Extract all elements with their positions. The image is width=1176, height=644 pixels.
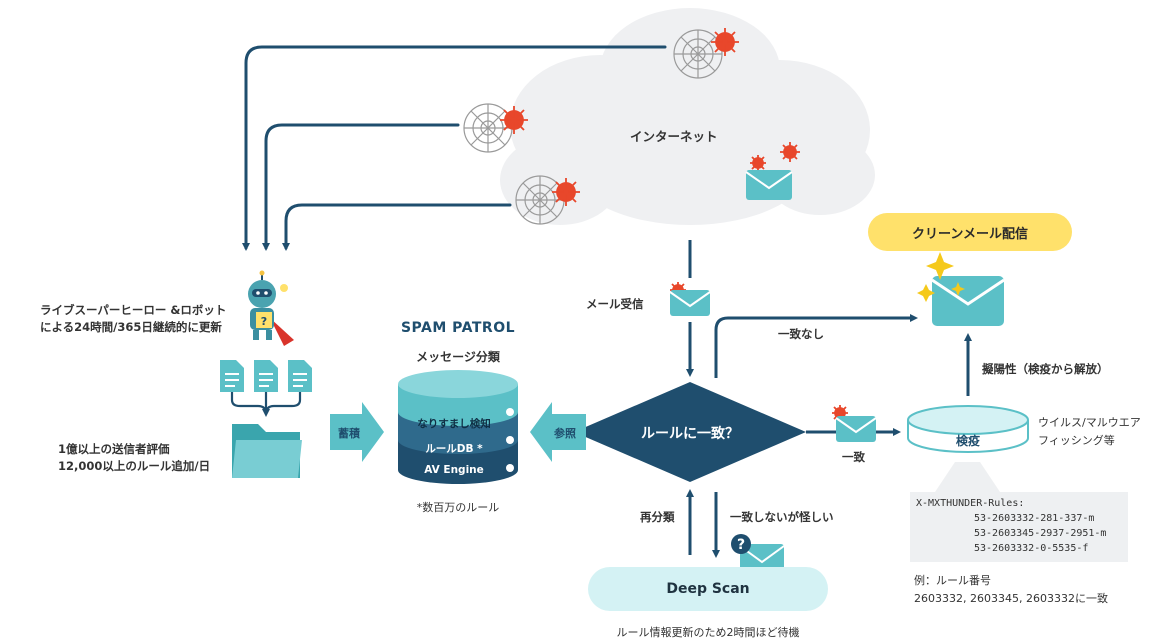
sparkle-icons: [917, 252, 965, 302]
document-icons: [220, 360, 312, 392]
virus-icon-5: [750, 155, 766, 171]
document-icon-2: [254, 360, 278, 392]
document-icon-1: [220, 360, 244, 392]
rules-header-box: X-MXTHUNDER-Rules: 53-2603332-281-337-m …: [910, 492, 1128, 562]
store-block-arrow: [330, 402, 384, 462]
sender-eval-line2: 12,000以上のルール追加/日: [58, 459, 211, 473]
threat-feed-arrow-2: [262, 123, 460, 251]
svg-text:?: ?: [261, 315, 267, 328]
virus-icon-3: [552, 178, 580, 206]
deep-scan-note: ルール情報更新のため2時間ほど待機: [616, 626, 800, 639]
hero-description-line1: ライブスーパーヒーロー &ロボット: [40, 303, 227, 317]
threats-line2: フィッシング等: [1038, 434, 1115, 447]
hero-description-line2: による24時間/365日継続的に更新: [40, 320, 222, 334]
rule-line-2: 53-2603345-2937-2951-m: [974, 528, 1107, 539]
doc-arrow-right: [264, 392, 302, 415]
sender-eval-line1: 1億以上の送信者評価: [58, 442, 170, 456]
spam-patrol-subtitle: メッセージ分類: [416, 350, 500, 364]
receive-mail-label: メール受信: [586, 297, 644, 311]
envelope-icon-cloud: [745, 170, 793, 200]
quarantine-drum: [907, 405, 1029, 453]
false-positive-label: 擬陽性（検疫から解放）: [982, 362, 1109, 376]
rule-line-1: 53-2603332-281-337-m: [974, 513, 1095, 524]
quarantine-label: 検疫: [955, 434, 980, 448]
clean-mail-label: クリーンメール配信: [912, 226, 1028, 242]
virus-icon-1: [711, 28, 739, 56]
threat-feed-arrow-3: [282, 203, 512, 251]
robot-hero-icon: ?: [248, 270, 294, 346]
clean-mail-pill: クリーンメール配信: [868, 213, 1072, 251]
decision-diamond: [574, 382, 806, 482]
rules-footnote: *数百万のルール: [416, 501, 500, 514]
deep-scan-pill: Deep Scan: [588, 567, 828, 611]
rules-example-line1: 例：ルール番号: [914, 574, 991, 587]
virus-icon-4: [780, 142, 800, 162]
layer-spoof-detection: なりすまし検知: [417, 418, 491, 430]
reference-block-arrow: [530, 402, 586, 462]
virus-icon-2: [500, 106, 528, 134]
internet-label: インターネット: [630, 129, 718, 144]
spiderweb-virus-icon-1: [673, 29, 723, 79]
rules-header: X-MXTHUNDER-Rules:: [916, 498, 1025, 509]
svg-text:?: ?: [737, 537, 745, 553]
store-label: 蓄積: [338, 427, 360, 440]
spam-patrol-title: SPAM PATROL: [400, 320, 516, 336]
arrow-no-match: [714, 314, 918, 378]
spam-patrol-database: [398, 370, 518, 484]
suspicious-label: 一致しないが怪しい: [730, 510, 834, 524]
threats-line1: ウイルス/マルウエア: [1038, 416, 1141, 429]
folder-icon: [232, 424, 302, 478]
rules-example-line2: 2603332, 2603345, 2603332に一致: [914, 592, 1108, 605]
layer-rule-db: ルールDB *: [425, 443, 483, 455]
reference-label: 参照: [554, 427, 576, 440]
reclassify-label: 再分類: [640, 510, 675, 524]
match-label: 一致: [842, 450, 865, 464]
doc-arrow-left: [230, 392, 268, 415]
envelope-icon-match: [835, 416, 877, 442]
virus-icon-7: [832, 405, 848, 421]
layer-av-engine: AV Engine: [424, 464, 484, 476]
decision-label: ルールに一致？: [641, 426, 739, 442]
no-match-label: 一致なし: [778, 327, 824, 341]
envelope-icon-clean: [931, 276, 1005, 326]
document-icon-3: [288, 360, 312, 392]
deep-scan-label: Deep Scan: [666, 581, 750, 597]
rules-callout-pointer: [935, 462, 1000, 492]
rule-line-3: 53-2603332-0-5535-f: [974, 543, 1089, 554]
threat-feed-arrow-1: [242, 45, 667, 251]
question-badge-icon: ?: [731, 534, 751, 554]
envelope-icon-receive: [669, 290, 711, 316]
